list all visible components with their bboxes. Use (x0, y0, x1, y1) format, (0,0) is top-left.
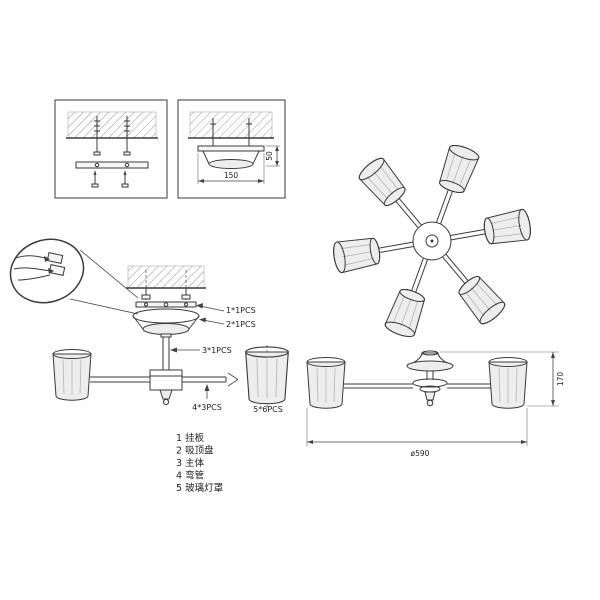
main-body (149, 333, 183, 406)
top-view (331, 141, 533, 341)
terminal-block (48, 264, 66, 276)
wire (17, 274, 51, 281)
callout-3: 3*1PCS (170, 346, 232, 355)
zoom-line (69, 298, 139, 315)
glass-shade (52, 349, 92, 401)
side-view: 170 ø590 (306, 350, 565, 458)
hub-center (430, 239, 434, 243)
bent-tube-left (90, 376, 150, 383)
ceiling-cup-side (406, 350, 454, 372)
ceiling-cup (202, 150, 260, 169)
insert-arrow (227, 372, 239, 380)
lamp-arm-3 (355, 154, 433, 237)
anchor-bolt (181, 270, 191, 300)
callout-4-label: 4*3PCS (192, 403, 222, 412)
mounting-detail-box-b: 150 50 (177, 99, 286, 199)
mounting-screw (91, 170, 99, 188)
terminal-block (46, 252, 64, 264)
ceiling-hatch (67, 111, 157, 139)
lamp-arm-4 (331, 228, 417, 274)
ceiling-cup (132, 308, 200, 335)
dimension-plate-width: 150 (197, 153, 265, 184)
mounting-detail-box-a (54, 99, 168, 199)
lamp-arm-6 (431, 245, 509, 328)
dim-diameter-label: ø590 (411, 449, 430, 458)
insert-arrow (227, 379, 239, 387)
bent-tube-right (182, 372, 239, 387)
finial-knob (162, 398, 170, 406)
dimension-height: 170 (440, 351, 565, 407)
callout-1-label: 1*1PCS (226, 306, 256, 315)
hub-inner (425, 234, 439, 248)
mounting-screw (121, 170, 129, 188)
lamp-arm-2 (423, 141, 481, 229)
dim-height-label: 170 (556, 372, 565, 387)
exploded-assembly-view: 1*1PCS 2*1PCS 3*1PCS 4*3PCS 5*6PCS (52, 265, 289, 414)
parts-list: 1 挂板 2 吸顶盘 3 主体 4 弯管 5 玻璃灯罩 (176, 432, 223, 494)
ceiling-hatch (189, 111, 273, 139)
callout-4: 4*3PCS (192, 384, 222, 412)
parts-list-item-3: 3 主体 (176, 457, 205, 469)
hanging-plate (75, 161, 149, 169)
expansion-anchor (93, 116, 101, 156)
zoom-line (79, 249, 139, 299)
anchor-bolt (141, 270, 151, 300)
lamp-arm-1 (447, 208, 533, 254)
callout-2: 2*1PCS (199, 317, 256, 329)
finial-knob (426, 399, 434, 407)
dimension-diameter: ø590 (306, 408, 528, 458)
glass-shade-side-right (488, 357, 528, 409)
callout-2-label: 2*1PCS (226, 320, 256, 329)
parts-list-item-1: 1 挂板 (176, 432, 205, 444)
callout-1: 1*1PCS (196, 303, 256, 315)
bent-tube-side (344, 383, 491, 389)
ceiling-hatch (127, 265, 205, 289)
parts-list-item-5: 5 玻璃灯罩 (176, 482, 223, 494)
dim-plate-width-label: 150 (224, 171, 239, 180)
body-side (412, 378, 448, 407)
callout-5-label: 5*6PCS (253, 405, 283, 414)
lamp-arm-5 (383, 253, 441, 341)
dim-plate-height-label: 50 (265, 151, 274, 161)
callout-5: 5*6PCS (253, 405, 283, 414)
glass-shade-side-left (306, 357, 346, 409)
wiring-magnifier (9, 238, 139, 315)
parts-list-item-2: 2 吸顶盘 (176, 445, 214, 457)
expansion-anchor (123, 116, 131, 156)
glass-shade-loose (245, 346, 289, 405)
parts-list-item-4: 4 弯管 (176, 470, 204, 482)
callout-3-label: 3*1PCS (202, 346, 232, 355)
magnifier-circle (9, 238, 85, 304)
dimension-plate-height: 50 (265, 145, 280, 167)
hanging-plate (197, 145, 265, 152)
